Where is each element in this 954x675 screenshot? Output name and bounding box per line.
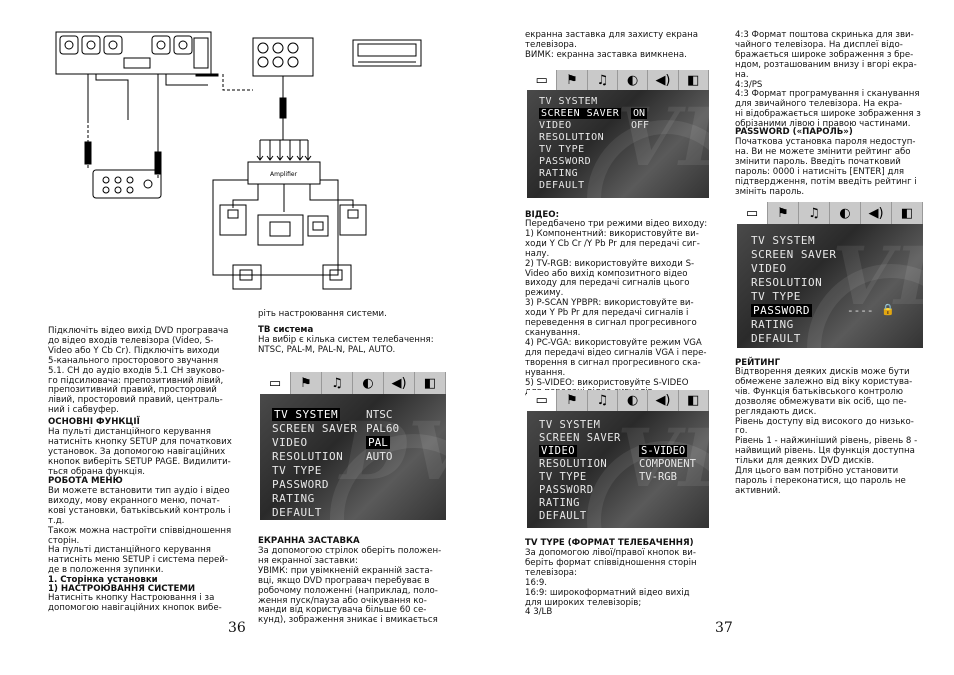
osd2-item-1: SCREEN SAVER xyxy=(539,108,622,119)
osd4-item-6: RATING xyxy=(751,318,794,331)
speaker-setup-icon: ⚑ xyxy=(557,390,588,411)
osd3-item-4: TV TYPE xyxy=(539,471,587,483)
monitor-icon: ▭ xyxy=(527,390,558,411)
osd4-item-1: SCREEN SAVER xyxy=(751,248,837,261)
osd1-value-2: PAL xyxy=(366,436,390,449)
osd4-item-4: TV TYPE xyxy=(751,290,801,303)
system-setup-text: Натисніть кнопку Настроювання і за допом… xyxy=(48,593,222,613)
osd-menu-password: ▭ ⚑ ♫ ◐ ◀) ◧ VD TV SYSTEM SCREEN SAVER V… xyxy=(737,202,923,348)
heading-screen-saver: ЕКРАННА ЗАСТАВКА xyxy=(258,536,360,546)
osd2-item-3: RESOLUTION xyxy=(539,132,605,143)
osd1-item-4: TV TYPE xyxy=(272,464,322,477)
osd2-item-7: DEFAULT xyxy=(539,180,585,191)
osd-menu-tv-system: ▭ ⚑ ♫ ◐ ◀) ◧ DVD TV SYSTEM SCREEN SAVER … xyxy=(260,372,446,520)
screen-saver-text: За допомогою стрілок оберіть положен- ня… xyxy=(258,546,442,626)
osd1-value-1: PAL60 xyxy=(366,422,400,435)
music-icon: ♫ xyxy=(588,70,618,90)
video-icon: ◐ xyxy=(618,70,649,90)
osd1-item-3: RESOLUTION xyxy=(272,450,344,463)
osd3-item-0: TV SYSTEM xyxy=(539,419,601,431)
basic-functions-text: На пульті дистанційного керування натисн… xyxy=(48,427,232,477)
osd2-item-2: VIDEO xyxy=(539,120,572,131)
tv-system-text: На вибір є кілька систем телебачення: NT… xyxy=(258,335,434,355)
osd2-value-1: OFF xyxy=(631,120,650,131)
rating-text: Відтворення деяких дисків може бути обме… xyxy=(735,367,918,496)
osd4-item-2: VIDEO xyxy=(751,262,787,275)
osd4-item-7: DEFAULT xyxy=(751,332,801,345)
monitor-icon: ▭ xyxy=(737,202,768,224)
heading-menu: РОБОТА МЕНЮ xyxy=(48,476,123,486)
heading-video: ВІДЕО: xyxy=(525,210,560,220)
monitor-icon: ▭ xyxy=(527,70,558,90)
col2-top-text: ріть настроювання системи. xyxy=(258,309,387,319)
osd3-item-7: DEFAULT xyxy=(539,510,587,522)
osd3-value-1: COMPONENT xyxy=(639,458,696,470)
video-text: Передбачено три режими відео виходу: 1) … xyxy=(525,219,708,397)
osd1-item-2: VIDEO xyxy=(272,436,308,449)
osd3-item-6: RATING xyxy=(539,497,580,509)
tv-type-text: За допомогою лівої/правої кнопок ви- бер… xyxy=(525,548,697,618)
osd1-item-6: RATING xyxy=(272,492,315,505)
osd1-item-5: PASSWORD xyxy=(272,478,329,491)
music-icon: ♫ xyxy=(322,372,353,394)
audio-icon: ◀) xyxy=(648,390,679,411)
heading-setup-page: 1. Сторінка установки xyxy=(48,575,158,585)
heading-basic-functions: ОСНОВНІ ФУНКЦІЇ xyxy=(48,417,140,427)
heading-password: PASSWORD («ПАРОЛЬ») xyxy=(735,127,853,137)
video-icon: ◐ xyxy=(353,372,384,394)
intro-paragraph: Підключіть відео вихід DVD програвача до… xyxy=(48,326,229,416)
amplifier-label: Amplifier xyxy=(270,171,298,178)
video-icon: ◐ xyxy=(830,202,861,224)
osd3-item-3: RESOLUTION xyxy=(539,458,608,470)
dolby-icon: ◧ xyxy=(892,202,923,224)
osd2-item-4: TV TYPE xyxy=(539,144,585,155)
password-text: Початкова установка пароля недоступ- на.… xyxy=(735,137,917,197)
heading-system-setup: 1) НАСТРОЮВАННЯ СИСТЕМИ xyxy=(48,584,196,594)
osd3-item-5: PASSWORD xyxy=(539,484,594,496)
page-number-left: 36 xyxy=(228,620,246,636)
heading-rating: РЕЙТИНГ xyxy=(735,358,781,368)
right-col1-top: екранна заставка для захисту екрана теле… xyxy=(525,30,698,60)
osd3-item-2: VIDEO xyxy=(539,445,578,457)
osd3-item-1: SCREEN SAVER xyxy=(539,432,621,444)
osd4-item-3: RESOLUTION xyxy=(751,276,823,289)
osd2-value-0: ON xyxy=(631,108,648,119)
heading-tv-system: ТВ система xyxy=(258,325,314,335)
osd4-item-5: PASSWORD xyxy=(751,304,812,317)
osd2-item-6: RATING xyxy=(539,168,579,179)
osd-menu-video: ▭ ⚑ ♫ ◐ ◀) ◧ VD TV SYSTEM SCREEN SAVER V… xyxy=(527,390,709,528)
heading-tv-type: TV TYPE (ФОРМАТ ТЕЛЕБАЧЕННЯ) xyxy=(525,538,694,548)
page-number-right: 37 xyxy=(715,620,733,636)
music-icon: ♫ xyxy=(799,202,830,224)
music-icon: ♫ xyxy=(588,390,618,411)
audio-icon: ◀) xyxy=(648,70,679,90)
osd4-password-value: ---- xyxy=(847,304,874,317)
monitor-icon: ▭ xyxy=(260,372,291,394)
osd2-item-5: PASSWORD xyxy=(539,156,592,167)
osd4-item-0: TV SYSTEM xyxy=(751,234,816,247)
dolby-icon: ◧ xyxy=(679,70,709,90)
speaker-setup-icon: ⚑ xyxy=(291,372,322,394)
osd3-value-2: TV-RGB xyxy=(639,471,677,483)
menu-text: Ви можете встановити тип аудіо і відео в… xyxy=(48,486,232,576)
lock-icon: 🔒 xyxy=(881,303,895,316)
right-col2-top: 4:3 Формат поштова скринька для зви- чай… xyxy=(735,30,921,130)
osd1-item-7: DEFAULT xyxy=(272,506,322,519)
osd1-item-1: SCREEN SAVER xyxy=(272,422,358,435)
osd-menu-screen-saver: ▭ ⚑ ♫ ◐ ◀) ◧ VD TV SYSTEM SCREEN SAVER V… xyxy=(527,70,709,198)
video-icon: ◐ xyxy=(618,390,649,411)
audio-icon: ◀) xyxy=(861,202,892,224)
dolby-icon: ◧ xyxy=(679,390,709,411)
speaker-setup-icon: ⚑ xyxy=(557,70,588,90)
dolby-icon: ◧ xyxy=(415,372,446,394)
osd3-value-0: S-VIDEO xyxy=(639,445,688,457)
audio-icon: ◀) xyxy=(384,372,415,394)
osd1-value-0: NTSC xyxy=(366,408,393,421)
connection-diagram: Amplifier xyxy=(55,31,422,290)
osd2-item-0: TV SYSTEM xyxy=(539,96,598,107)
osd1-item-0: TV SYSTEM xyxy=(272,408,341,421)
osd1-value-3: AUTO xyxy=(366,450,393,463)
speaker-setup-icon: ⚑ xyxy=(768,202,799,224)
